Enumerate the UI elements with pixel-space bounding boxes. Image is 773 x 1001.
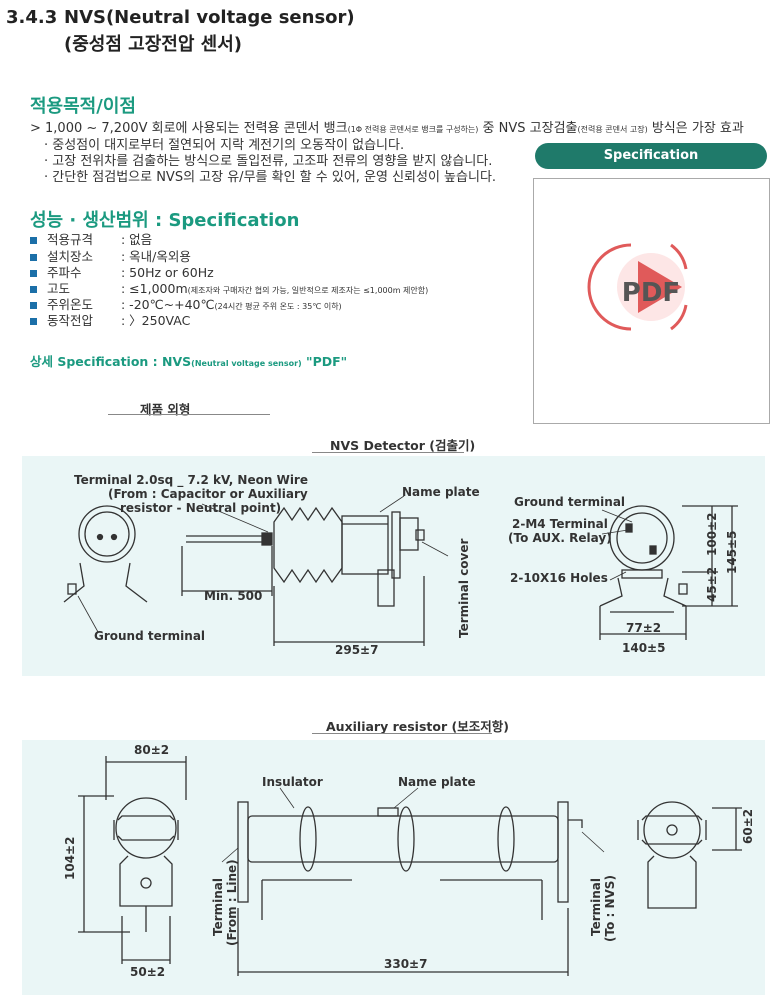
terminal-line-label: Terminal xyxy=(211,878,225,936)
spec-key: 주파수 xyxy=(47,265,82,280)
bullet-square-icon xyxy=(30,318,37,325)
spec-key: 적용규격 xyxy=(47,232,94,247)
width-dimension-50: 50±2 xyxy=(130,965,165,979)
terminal-cover-label: Terminal cover xyxy=(457,538,471,638)
spec-row: 주파수 : 50Hz or 60Hz xyxy=(30,264,214,281)
width-dimension-140: 140±5 xyxy=(622,641,665,655)
divider xyxy=(312,452,464,453)
benefit-item: · 고장 전위차를 검출하는 방식으로 돌입전류, 고조파 전류의 영향을 받지… xyxy=(44,154,493,169)
resistor-drawing: 80±2 104±2 50±2 Insulator Name plate Ter… xyxy=(63,743,755,979)
spec-note: (제조자와 구매자간 협의 가능, 일반적으로 제조자는 ≤1,000m 제안함… xyxy=(187,286,429,295)
spec-heading: 성능 · 생산범위 : Specification xyxy=(30,210,300,231)
spec-value: : 없음 xyxy=(121,232,153,247)
purpose-heading: 적용목적/이점 xyxy=(30,96,136,117)
detector-drawing: Terminal 2.0sq _ 7.2 kV, Neon Wire (From… xyxy=(63,473,739,657)
detail-spec-prefix: 상세 Specification : NVS xyxy=(30,354,192,369)
name-plate-label: Name plate xyxy=(398,775,476,789)
divider xyxy=(312,733,492,734)
pdf-download-box[interactable]: PDF xyxy=(533,178,770,424)
purpose-intro-a: > 1,000 ~ 7,200V 회로에 사용되는 전력용 콘덴서 뱅크 xyxy=(30,121,348,136)
width-dimension-80: 80±2 xyxy=(134,743,169,757)
terminal-note-3: resistor - Neutral point) xyxy=(120,501,281,515)
min-length-label: Min. 500 xyxy=(204,589,262,603)
width-dimension-77: 77±2 xyxy=(626,621,661,635)
benefit-item: · 중성점이 대지로부터 절연되어 지락 계전기의 오동작이 없습니다. xyxy=(44,138,405,153)
spec-row: 설치장소 : 옥내/옥외용 xyxy=(30,248,191,265)
height-dimension-104: 104±2 xyxy=(63,837,77,880)
height-dimension-60: 60±2 xyxy=(741,809,755,844)
height-dimension-100: 100±2 xyxy=(705,513,719,556)
detail-spec-link[interactable]: 상세 Specification : NVS(Neutral voltage s… xyxy=(30,351,347,370)
bullet-square-icon xyxy=(30,286,37,293)
terminal-note-1: Terminal 2.0sq _ 7.2 kV, Neon Wire xyxy=(74,473,308,488)
product-title: NVS(Neutral voltage sensor) xyxy=(64,7,355,28)
section-title: 3.4.3 NVS(Neutral voltage sensor) xyxy=(6,6,355,30)
spec-key: 주위온도 xyxy=(47,297,94,312)
ground-terminal-bottom-label: Ground terminal xyxy=(94,629,205,643)
m4-terminal-note: (To AUX. Relay) xyxy=(508,531,612,545)
terminal-note-2: (From : Capacitor or Auxiliary xyxy=(108,487,308,501)
name-plate-label: Name plate xyxy=(402,485,480,499)
spec-row: 동작전압 : 〉250VAC xyxy=(30,312,190,329)
pdf-label: PDF xyxy=(622,278,680,308)
specification-button[interactable]: Specification xyxy=(535,143,767,169)
terminal-nvs-label: Terminal xyxy=(589,878,603,936)
length-dimension: 330±7 xyxy=(384,957,427,971)
pdf-icon[interactable]: PDF xyxy=(534,179,769,423)
resistor-drawing-panel: 80±2 104±2 50±2 Insulator Name plate Ter… xyxy=(22,740,765,995)
ground-terminal-label: Ground terminal xyxy=(514,495,625,509)
divider xyxy=(108,414,270,415)
bullet-square-icon xyxy=(30,302,37,309)
purpose-intro-c: 방식은 가장 효과 xyxy=(647,121,744,136)
insulator-label: Insulator xyxy=(262,775,323,789)
terminal-line-note: (From : Line) xyxy=(225,859,239,946)
holes-label: 2-10X16 Holes xyxy=(510,571,608,585)
purpose-intro-b: 중 NVS 고장검출 xyxy=(478,121,578,136)
spec-row: 적용규격 : 없음 xyxy=(30,231,152,248)
detail-spec-suffix: "PDF" xyxy=(301,354,348,369)
height-dimension-145: 145±5 xyxy=(725,531,739,574)
spec-value: : -20℃~+40℃ xyxy=(121,297,215,312)
spec-row: 주위온도 : -20℃~+40℃(24시간 평균 주위 온도 : 35℃ 이하) xyxy=(30,296,342,313)
benefit-item: · 간단한 점검법으로 NVS의 고장 유/무를 확인 할 수 있어, 운영 신… xyxy=(44,170,497,185)
spec-key: 동작전압 xyxy=(47,313,94,328)
spec-row: 고도 : ≤1,000m(제조자와 구매자간 협의 가능, 일반적으로 제조자는 … xyxy=(30,280,428,297)
spec-key: 설치장소 xyxy=(47,249,94,264)
spec-value: : ≤1,000m xyxy=(121,281,188,296)
spec-value: : 옥내/옥외용 xyxy=(121,249,191,264)
terminal-nvs-note: (To : NVS) xyxy=(603,875,617,942)
height-dimension-45: 45±2 xyxy=(705,567,719,602)
spec-note: (24시간 평균 주위 온도 : 35℃ 이하) xyxy=(214,302,342,311)
product-subtitle: (중성점 고장전압 센서) xyxy=(64,34,243,55)
bullet-square-icon xyxy=(30,270,37,277)
m4-terminal-label: 2-M4 Terminal xyxy=(512,517,608,531)
length-dimension: 295±7 xyxy=(335,643,378,657)
purpose-intro: > 1,000 ~ 7,200V 회로에 사용되는 전력용 콘덴서 뱅크(1Φ … xyxy=(30,120,744,138)
spec-value: : 50Hz or 60Hz xyxy=(121,265,214,280)
bullet-square-icon xyxy=(30,237,37,244)
purpose-intro-note2: (전력용 콘덴서 고장) xyxy=(577,125,648,134)
spec-value: : 〉250VAC xyxy=(121,313,191,328)
spec-key: 고도 xyxy=(47,281,71,296)
detector-drawing-panel: Terminal 2.0sq _ 7.2 kV, Neon Wire (From… xyxy=(22,456,765,676)
section-number: 3.4.3 xyxy=(6,7,58,28)
detail-spec-small: (Neutral voltage sensor) xyxy=(191,359,302,368)
detector-caption: NVS Detector (검출기) xyxy=(330,438,476,453)
purpose-intro-note1: (1Φ 전력용 콘덴서로 뱅크를 구성하는) xyxy=(347,125,479,134)
bullet-square-icon xyxy=(30,254,37,261)
resistor-caption: Auxiliary resistor (보조저항) xyxy=(326,719,509,734)
exterior-label: 제품 외형 xyxy=(140,402,191,417)
